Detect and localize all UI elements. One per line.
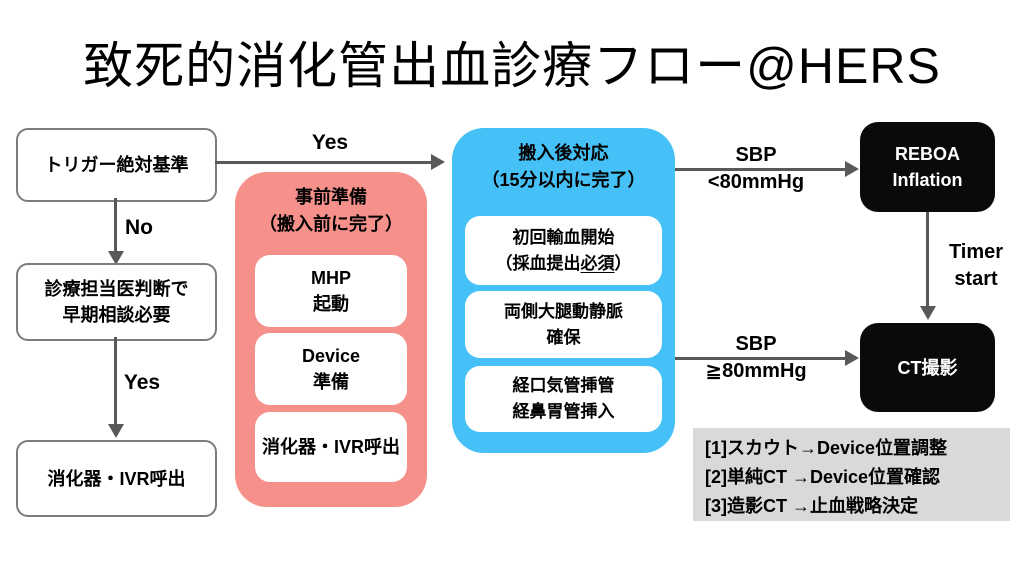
timer-arrow-line <box>926 212 929 307</box>
intubation-box: 経口気管挿管 経鼻胃管挿入 <box>465 366 662 432</box>
femoral-access-label: 両側大腿動静脈 確保 <box>504 301 623 347</box>
yes-top-arrow-line <box>215 161 433 164</box>
no-arrow-line <box>114 198 117 252</box>
sbp-high-edge-label: SBP ≧80mmHg <box>705 333 807 382</box>
sbp-low-edge-label: SBP <80mmHg <box>707 144 805 193</box>
ct-scan-label: CT撮影 <box>897 357 958 378</box>
yes-top-arrowhead-icon <box>431 154 445 170</box>
ct-protocol-line-1: [1]スカウト→Device位置調整 <box>705 438 948 458</box>
pre-arrival-container: 事前準備 （搬入前に完了） MHP 起動 Device 準備 消化器・IVR呼出 <box>235 172 427 507</box>
ct-scan-box: CT撮影 <box>860 323 995 412</box>
reboa-inflation-label: REBOA Inflation <box>892 144 963 190</box>
physician-consult-label: 診療担当医判断で 早期相談必要 <box>44 279 189 325</box>
yes-left-edge-label: Yes <box>123 371 161 394</box>
femoral-access-box: 両側大腿動静脈 確保 <box>465 291 662 358</box>
sbp-high-arrowhead-icon <box>845 350 859 366</box>
gi-ivr-call-prep-box: 消化器・IVR呼出 <box>255 412 407 482</box>
trigger-criteria-box: トリガー絶対基準 <box>16 128 217 202</box>
trigger-criteria-label: トリガー絶対基準 <box>44 155 189 175</box>
yes-left-arrow-line <box>114 337 117 425</box>
no-arrowhead-icon <box>108 251 124 265</box>
sbp-low-arrowhead-icon <box>845 161 859 177</box>
timer-arrowhead-icon <box>920 306 936 320</box>
mhp-activation-box: MHP 起動 <box>255 255 407 327</box>
yes-top-edge-label: Yes <box>311 131 349 154</box>
device-preparation-label: Device 準備 <box>301 346 361 392</box>
no-edge-label: No <box>125 216 153 239</box>
gi-ivr-call-box: 消化器・IVR呼出 <box>16 440 217 517</box>
transfusion-label: 初回輸血開始 （採血提出必須） <box>496 225 632 277</box>
physician-consult-box: 診療担当医判断で 早期相談必要 <box>16 263 217 341</box>
post-arrival-container: 搬入後対応 （15分以内に完了） 初回輸血開始 （採血提出必須） 両側大腿動静脈… <box>452 128 675 453</box>
page-title: 致死的消化管出血診療フロー@HERS <box>83 38 941 94</box>
mhp-activation-label: MHP 起動 <box>311 268 351 314</box>
timer-start-edge-label: Timer start <box>948 241 1004 290</box>
device-preparation-box: Device 準備 <box>255 333 407 405</box>
reboa-inflation-box: REBOA Inflation <box>860 122 995 212</box>
intubation-label: 経口気管挿管 経鼻胃管挿入 <box>512 376 615 421</box>
ct-protocol-line-2: [2]単純CT →Device位置確認 <box>705 467 941 487</box>
gi-ivr-call-prep-label: 消化器・IVR呼出 <box>261 437 400 457</box>
transfusion-line1: 初回輸血開始 <box>512 227 615 247</box>
transfusion-line2-pre: （採血提出 <box>495 253 581 273</box>
ct-protocol-line-3: [3]造影CT →止血戦略決定 <box>705 496 918 516</box>
pre-arrival-title: 事前準備 （搬入前に完了） <box>259 187 403 234</box>
post-arrival-title: 搬入後対応 （15分以内に完了） <box>481 143 646 190</box>
transfusion-line2-underlined: 必須 <box>580 253 615 273</box>
transfusion-box: 初回輸血開始 （採血提出必須） <box>465 216 662 285</box>
gi-ivr-call-label: 消化器・IVR呼出 <box>47 468 186 489</box>
ct-protocol-note: [1]スカウト→Device位置調整 [2]単純CT →Device位置確認 [… <box>693 428 1010 521</box>
transfusion-line2-post: ） <box>614 253 632 273</box>
sbp-low-arrow-line <box>675 168 847 171</box>
sbp-high-arrow-line <box>675 357 847 360</box>
yes-left-arrowhead-icon <box>108 424 124 438</box>
